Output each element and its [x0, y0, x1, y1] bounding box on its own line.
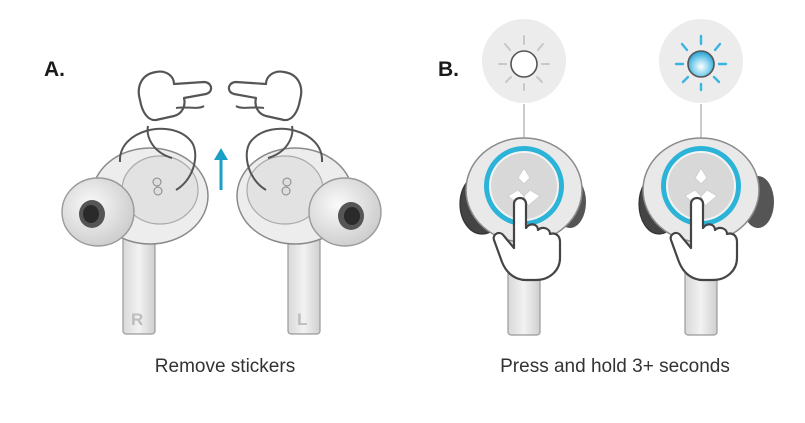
sticker-outline-right	[118, 127, 197, 191]
earbud-touch-2	[638, 137, 774, 336]
earbud-touch-1	[459, 137, 586, 336]
earbud-right: R	[61, 147, 209, 335]
led-on-icon	[687, 50, 715, 78]
led-on-indicator	[659, 19, 743, 138]
panel-b-label: B.	[438, 58, 459, 81]
touch-hand-icon	[492, 196, 562, 282]
sticker-outline-left	[245, 127, 324, 191]
led-off-icon	[510, 50, 538, 78]
panel-b-caption: Press and hold 3+ seconds	[500, 356, 730, 377]
led-off-indicator	[482, 19, 566, 138]
earbud-left: L	[236, 147, 382, 335]
panel-a-caption: Remove stickers	[154, 356, 296, 377]
hand-pointing-icon-left	[227, 70, 303, 159]
earbud-right-letter: R	[131, 310, 143, 329]
touch-hand-icon-2	[669, 196, 739, 282]
hand-pointing-icon	[137, 70, 213, 159]
up-arrow-icon	[214, 148, 228, 190]
panel-a-label: A.	[44, 58, 65, 81]
earbud-left-letter: L	[297, 310, 307, 329]
